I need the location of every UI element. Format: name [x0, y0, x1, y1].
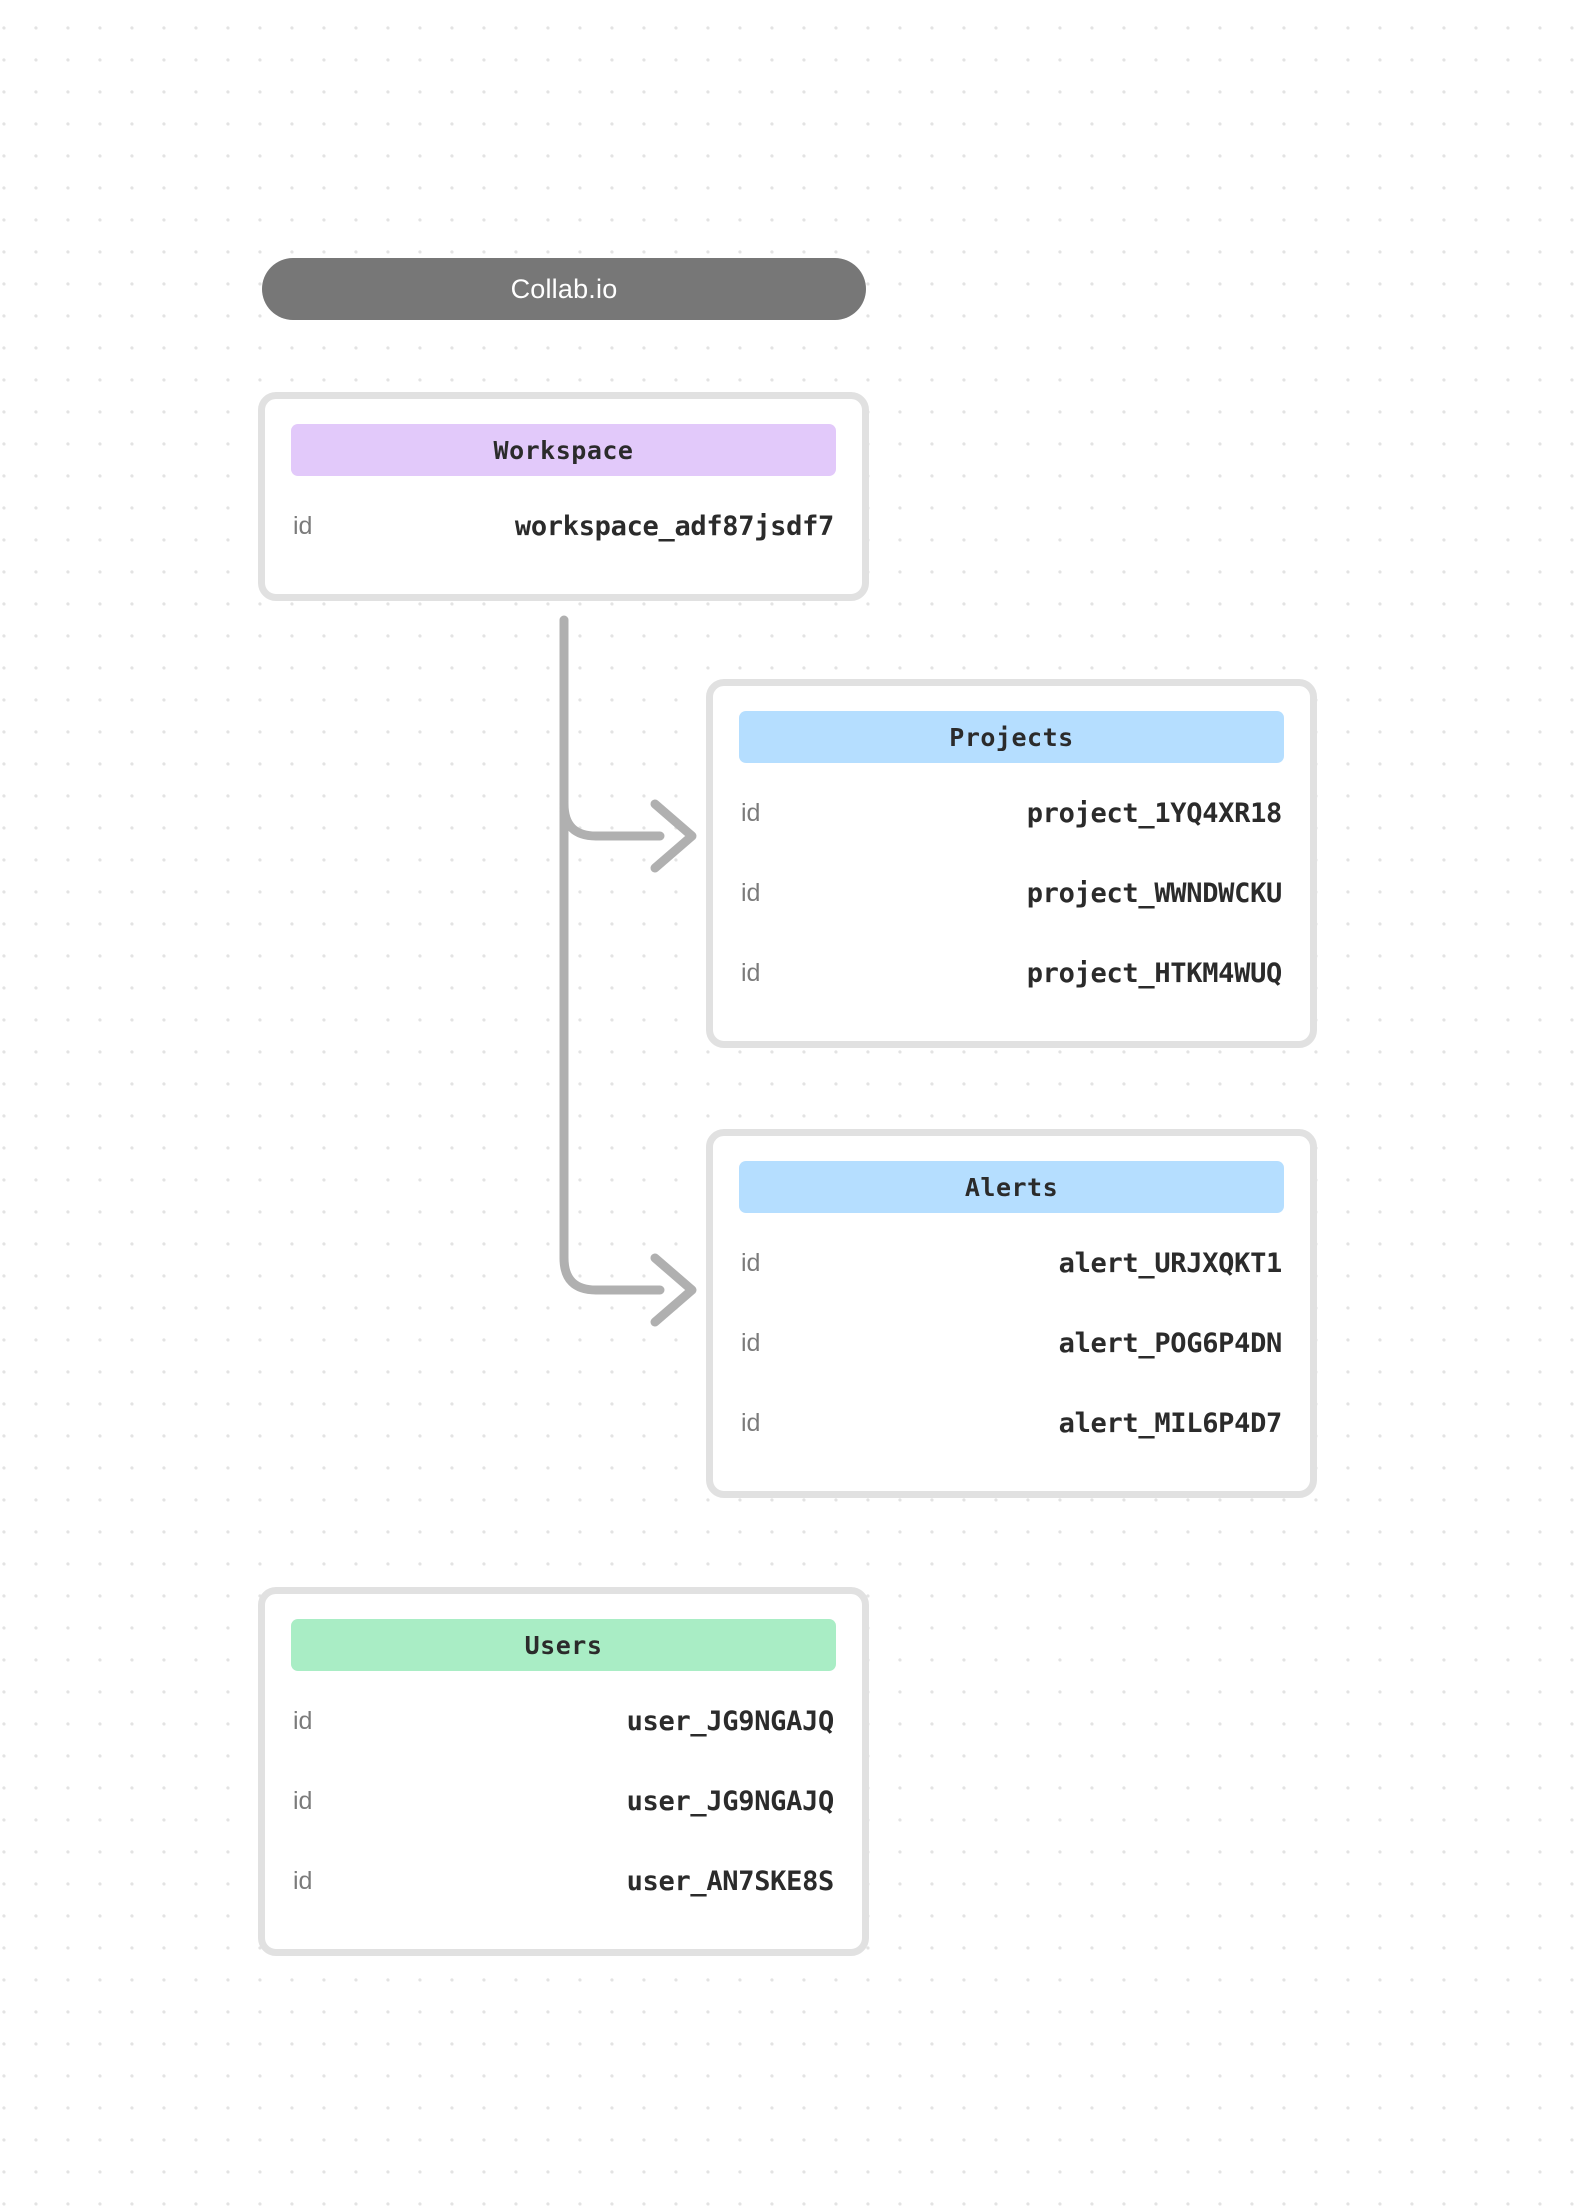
table-row[interactable]: id project_1YQ4XR18: [739, 773, 1284, 853]
connector-workspace-to-alerts-arrowhead: [650, 1253, 697, 1327]
entity-header-workspace: Workspace: [291, 424, 836, 476]
row-key: id: [741, 1328, 761, 1357]
row-value: workspace_adf87jsdf7: [514, 510, 834, 542]
connector-workspace-to-projects-line: [559, 799, 665, 841]
row-key: id: [293, 1706, 313, 1735]
row-value: user_JG9NGAJQ: [626, 1785, 835, 1817]
entity-title-alerts: Alerts: [964, 1172, 1059, 1202]
table-row[interactable]: id alert_URJXQKT1: [739, 1223, 1284, 1303]
row-value: project_WWNDWCKU: [1026, 877, 1283, 909]
entity-card-projects[interactable]: Projects id project_1YQ4XR18 id project_…: [706, 679, 1317, 1048]
table-row[interactable]: id project_WWNDWCKU: [739, 853, 1284, 933]
table-row[interactable]: id alert_MIL6P4D7: [739, 1383, 1284, 1463]
table-row[interactable]: id user_JG9NGAJQ: [291, 1681, 836, 1761]
entity-header-projects: Projects: [739, 711, 1284, 763]
row-value: user_AN7SKE8S: [626, 1865, 835, 1897]
row-key: id: [741, 1408, 761, 1437]
entity-header-users: Users: [291, 1619, 836, 1671]
row-value: user_JG9NGAJQ: [626, 1705, 835, 1737]
row-value: project_1YQ4XR18: [1026, 797, 1283, 829]
diagram-title-label: Collab.io: [510, 273, 618, 304]
entity-card-workspace[interactable]: Workspace id workspace_adf87jsdf7: [258, 392, 869, 601]
row-key: id: [741, 878, 761, 907]
diagram-title-pill[interactable]: Collab.io: [262, 258, 866, 320]
entity-header-alerts: Alerts: [739, 1161, 1284, 1213]
connector-workspace-to-alerts-line: [559, 615, 665, 1295]
row-key: id: [741, 1248, 761, 1277]
table-row[interactable]: id user_JG9NGAJQ: [291, 1761, 836, 1841]
row-key: id: [293, 1786, 313, 1815]
table-row[interactable]: id user_AN7SKE8S: [291, 1841, 836, 1921]
row-key: id: [741, 958, 761, 987]
row-value: alert_MIL6P4D7: [1058, 1407, 1283, 1439]
row-key: id: [741, 798, 761, 827]
entity-title-users: Users: [524, 1630, 603, 1660]
row-value: alert_POG6P4DN: [1058, 1327, 1283, 1359]
table-row[interactable]: id alert_POG6P4DN: [739, 1303, 1284, 1383]
row-value: alert_URJXQKT1: [1058, 1247, 1283, 1279]
entity-title-workspace: Workspace: [493, 435, 634, 465]
entity-card-alerts[interactable]: Alerts id alert_URJXQKT1 id alert_POG6P4…: [706, 1129, 1317, 1498]
row-value: project_HTKM4WUQ: [1026, 957, 1283, 989]
table-row[interactable]: id workspace_adf87jsdf7: [291, 486, 836, 566]
connector-workspace-to-projects-arrowhead: [650, 799, 697, 873]
row-key: id: [293, 511, 313, 540]
entity-card-users[interactable]: Users id user_JG9NGAJQ id user_JG9NGAJQ …: [258, 1587, 869, 1956]
table-row[interactable]: id project_HTKM4WUQ: [739, 933, 1284, 1013]
entity-title-projects: Projects: [949, 722, 1074, 752]
row-key: id: [293, 1866, 313, 1895]
